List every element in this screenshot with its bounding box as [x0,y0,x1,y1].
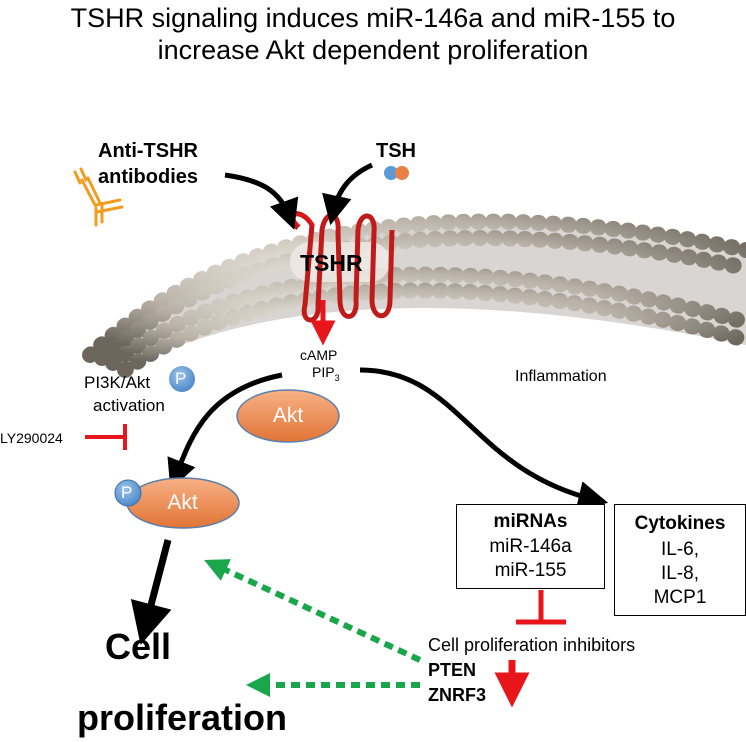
cytokine-item: IL-6, [660,539,700,560]
mirna-inhibition [516,590,566,625]
akt-active-label: Akt [167,491,198,514]
mirna-box: miRNAs miR-146a miR-155 [456,504,605,589]
pi3k-label-line-1: PI3K/Akt [84,373,151,392]
title-line-1: TSHR signaling induces miR-146a and miR-… [70,3,676,33]
akt-inactive-label: Akt [272,404,304,427]
akt-to-proliferation-arrow [130,539,172,645]
akt-phospho-label: P [121,483,133,502]
cytokines-heading: Cytokines [634,513,726,534]
tshr-label: TSHR [300,250,363,276]
outcome-label-line-1: Cell [105,626,172,667]
akt-inactive-shape [236,389,340,443]
inflammation-label: Inflammation [515,368,607,385]
ly290024-inhibition [85,424,127,450]
mirna-induction-arrow [359,367,609,511]
antibody-to-tshr-arrow [224,172,299,230]
outcome-label-line-2: proliferation [77,697,288,738]
cytokine-item: IL-8, [660,563,700,584]
pten-to-akt-dashed-arrow [204,559,422,663]
tshr-receptor [288,211,395,323]
akt-activation-arrow [167,372,283,490]
mirna-item: miR-146a [489,536,572,557]
antibody-icon [73,167,124,227]
akt-phospho-icon [114,479,142,507]
pip-subscript: 3 [334,372,340,383]
cytokines-box: Cytokines IL-6, IL-8, MCP1 [614,504,746,616]
mirna-heading: miRNAs [493,511,568,532]
pi3k-label-line-2: activation [93,396,165,415]
tsh-label: TSH [376,140,416,162]
tsh-to-tshr-arrow [322,162,374,226]
pip3-label: PIP3 [312,364,340,383]
pip-text: PIP [312,364,335,380]
cell-membrane [82,213,746,378]
title-line-2: increase Akt dependent proliferation [157,35,589,65]
pi3k-phospho-icon [169,366,195,392]
antibodies-label-line-1: Anti-TSHR [98,140,198,162]
camp-label: cAMP [300,347,338,363]
pi3k-phospho-label: P [175,369,187,388]
mirna-item: miR-155 [494,560,567,581]
cytokine-item: MCP1 [653,587,707,608]
pten-label: PTEN [428,660,477,680]
ly290024-label: LY290024 [0,430,63,446]
znrf3-label: ZNRF3 [428,685,486,705]
proliferation-inhibitors-heading: Cell proliferation inhibitors [428,635,636,655]
antibodies-label-line-2: antibodies [98,166,199,188]
tsh-icon [384,166,409,180]
